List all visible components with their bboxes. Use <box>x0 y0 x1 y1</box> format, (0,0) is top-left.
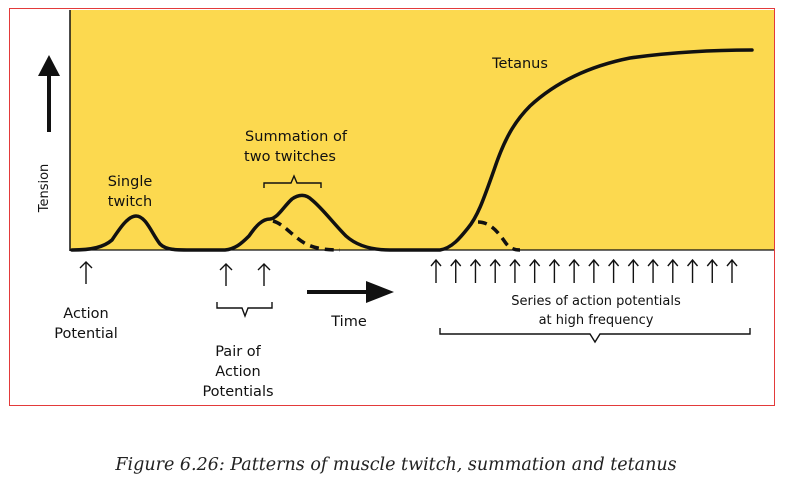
single-twitch-label-line1: Single <box>108 174 153 190</box>
single-action-potential-arrow-icon <box>79 261 93 284</box>
stimulus-arrow-icon <box>588 258 600 283</box>
series-brace-icon <box>439 328 751 344</box>
stimulus-arrow-icon <box>667 258 679 283</box>
stimulus-arrow-icon <box>647 258 659 283</box>
pair-label-line2: Action <box>215 364 260 380</box>
summation-label-line2: two twitches <box>244 149 336 165</box>
muscle-twitch-diagram: Tension Single twitch Summation of two t… <box>37 10 774 400</box>
time-arrow-icon <box>307 281 394 303</box>
plot-background <box>70 10 774 250</box>
action-potential-label-line2: Potential <box>54 326 118 342</box>
pair-brace-icon <box>216 302 273 318</box>
tetanus-single-twitch-dashed <box>477 220 521 252</box>
single-twitch-label-line2: twitch <box>108 194 152 210</box>
stimulus-arrow-icon <box>706 258 718 283</box>
stimulus-arrow-icon <box>726 258 738 283</box>
tetanus-label: Tetanus <box>491 56 548 72</box>
figure-frame <box>9 8 775 406</box>
stimulus-arrow-icon <box>509 258 521 283</box>
pair-action-potential-arrows-icon <box>219 263 271 286</box>
tension-curve <box>70 48 754 252</box>
stimulus-arrow-icon <box>529 258 541 283</box>
pair-label-line1: Pair of <box>215 344 261 360</box>
pair-label-line3: Potentials <box>202 384 273 400</box>
series-label-line1: Series of action potentials <box>511 294 681 309</box>
y-axis-label: Tension <box>37 164 52 214</box>
tension-arrow-icon <box>38 55 60 132</box>
action-potential-label-line1: Action <box>63 306 108 322</box>
stimulus-arrow-icon <box>627 258 639 283</box>
stimulus-arrow-icon <box>430 258 442 283</box>
stimulus-arrow-icon <box>608 258 620 283</box>
summation-label-line1: Summation of <box>245 129 348 145</box>
stimulus-arrow-icon <box>548 258 560 283</box>
stimulus-arrow-icon <box>469 258 482 283</box>
figure-caption: Figure 6.26: Patterns of muscle twitch, … <box>115 455 677 475</box>
stimulus-arrow-icon <box>568 258 580 283</box>
summation-first-twitch-dashed <box>272 219 341 252</box>
summation-brace-icon <box>263 174 322 188</box>
stimulus-arrow-icon <box>686 258 699 283</box>
stimulus-arrow-icon <box>489 258 501 283</box>
high-frequency-arrows <box>430 258 738 283</box>
series-label-line2: at high frequency <box>539 313 654 328</box>
time-label: Time <box>330 314 367 330</box>
stimulus-arrow-icon <box>450 258 462 283</box>
